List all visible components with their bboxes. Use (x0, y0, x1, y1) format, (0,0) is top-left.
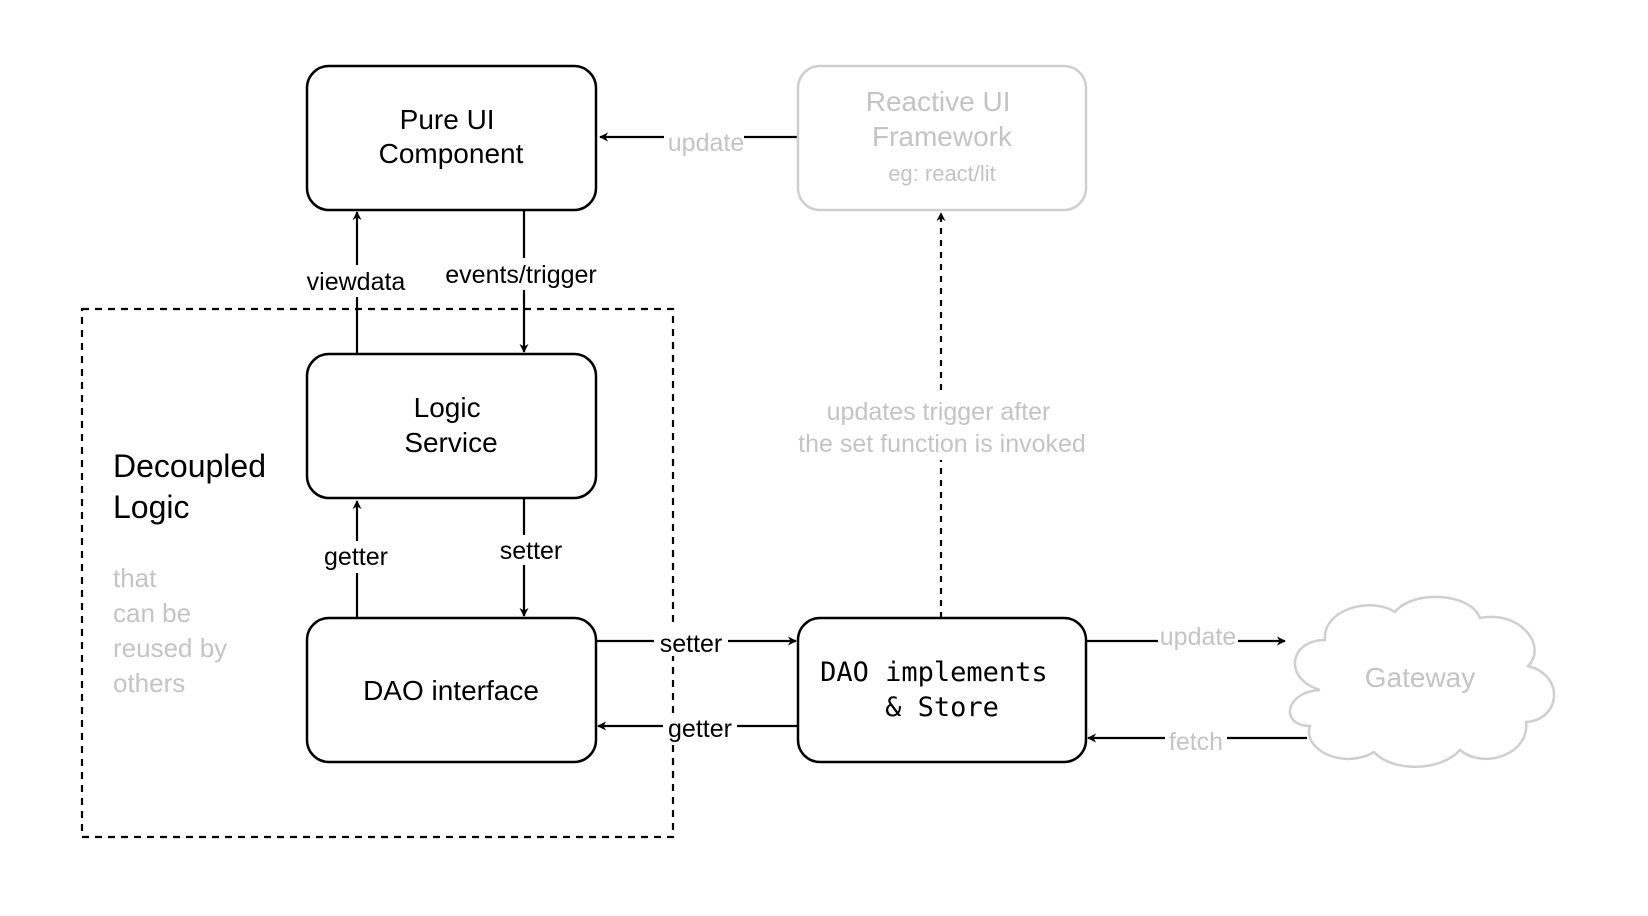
edge-labels: update viewdata events/trigger getter se… (300, 125, 1238, 756)
edge-label-updates-trigger: updates trigger after the set function i… (798, 398, 1086, 458)
edge-label-update-ui: update (668, 129, 744, 157)
node-dao-interface-label: DAO interface (363, 675, 539, 706)
node-logic-service-label: Logic Service (404, 392, 497, 458)
edge-label-setter-store: setter (660, 630, 723, 658)
node-dao-implements-store: DAO implements & Store (796, 616, 1088, 764)
edge-label-setter-logic: setter (500, 537, 563, 565)
node-reactive-ui-note: eg: react/lit (888, 161, 996, 186)
node-logic-service: Logic Service (305, 352, 598, 500)
node-dao-store-label: DAO implements & Store (820, 657, 1064, 723)
node-dao-interface-box (305, 616, 598, 764)
decoupled-logic-region: Decoupled Logic that can be reused by ot… (80, 307, 675, 839)
region-subtitle: that can be reused by others (113, 563, 234, 698)
edge-label-fetch: fetch (1169, 728, 1223, 756)
edge-label-getter-store: getter (668, 715, 732, 743)
edge-label-events-trigger: events/trigger (445, 261, 596, 289)
node-logic-service-box (305, 352, 598, 500)
gateway-cloud-icon (1288, 595, 1556, 768)
node-dao-interface: DAO interface (305, 616, 598, 764)
node-pure-ui-box (305, 64, 598, 212)
node-gateway: Gateway (1288, 595, 1556, 768)
node-gateway-label: Gateway (1365, 662, 1476, 693)
node-reactive-ui-box (796, 64, 1088, 212)
edge-label-getter-logic: getter (324, 543, 388, 571)
node-pure-ui-component: Pure UI Component (305, 64, 598, 212)
region-title: Decoupled Logic (113, 448, 275, 525)
node-pure-ui-label: Pure UI Component (379, 104, 524, 169)
edge-label-update-gateway: update (1160, 623, 1236, 651)
edge-label-viewdata: viewdata (307, 268, 406, 296)
node-reactive-ui-label: Reactive UI Framework (866, 86, 1019, 152)
node-dao-store-box (796, 616, 1088, 764)
node-reactive-ui-framework: Reactive UI Framework eg: react/lit (796, 64, 1088, 212)
